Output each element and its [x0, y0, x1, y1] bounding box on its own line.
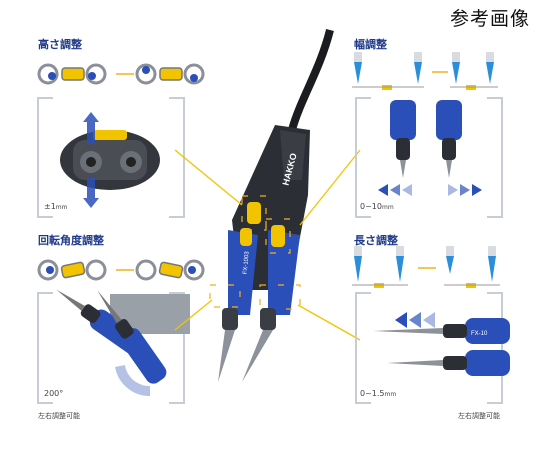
- height-adjust-photo: [60, 112, 160, 208]
- rotation-note: 左右調整可能: [38, 412, 80, 420]
- width-adjust-photo: [378, 100, 482, 196]
- height-dial-after: [135, 63, 205, 85]
- model-label: FX-1003: [243, 250, 251, 274]
- rotation-adjust-title: 回転角度調整: [38, 234, 104, 247]
- length-model-label: FX-10: [471, 331, 488, 337]
- height-range-label: ±1mm: [44, 202, 68, 211]
- hakko-tweezer-tool: HAKKO FX-1003: [209, 29, 334, 382]
- length-note: 左右調整可能: [458, 412, 500, 420]
- length-adjust-title: 長さ調整: [354, 234, 398, 247]
- height-adjust-title: 高さ調整: [38, 38, 82, 51]
- length-adjust-panel: [355, 291, 503, 405]
- length-range-label: 0~1.5mm: [360, 389, 397, 398]
- width-range-label: 0~10mm: [360, 202, 394, 211]
- width-adjust-title: 幅調整: [354, 38, 387, 51]
- width-adjust-diagram: [352, 52, 498, 90]
- rotation-adjust-panel: [37, 291, 185, 405]
- left-arrows-icon: [395, 312, 435, 328]
- length-adjust-diagram: [352, 246, 500, 288]
- height-dial-before: [37, 63, 107, 85]
- reference-image-label: 参考画像: [449, 8, 530, 30]
- rotation-arrow-icon: [115, 364, 151, 397]
- rotation-adjust-diagram: [37, 259, 205, 281]
- length-adjust-photo: FX-10: [373, 312, 510, 376]
- height-adjust-diagram: [37, 63, 205, 85]
- rotation-range-label: 200°: [44, 389, 64, 398]
- width-adjust-panel: [355, 96, 503, 219]
- horizontal-arrows-icon: [378, 184, 482, 196]
- vertical-arrows-icon: [83, 112, 99, 208]
- rotation-adjust-photo: [56, 289, 190, 397]
